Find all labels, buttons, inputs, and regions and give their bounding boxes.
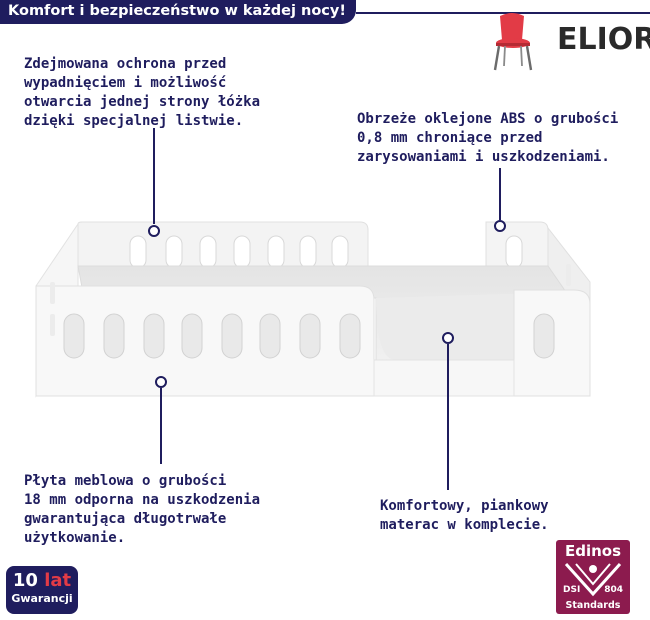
callout-board-line: [160, 388, 162, 464]
header-title: Komfort i bezpieczeństwo w każdej nocy!: [8, 3, 346, 19]
callout-edge-line: [499, 168, 501, 220]
chair-logo-icon: [493, 13, 533, 71]
certificate-left: DSI: [563, 585, 581, 595]
warranty-unit: lat: [44, 570, 72, 591]
certificate-brand: Edinos: [564, 542, 622, 560]
callout-mattress-marker: [442, 332, 454, 344]
warranty-label: Gwarancji: [11, 592, 73, 605]
certificate-label: Standards: [565, 600, 621, 611]
header-banner: Komfort i bezpieczeństwo w każdej nocy!: [0, 0, 356, 24]
callout-board-marker: [155, 376, 167, 388]
certificate-badge: Edinos DSI 804 Standards: [556, 540, 630, 614]
callout-edge-marker: [494, 220, 506, 232]
brand-name: ELIOR: [557, 22, 650, 57]
callout-mattress-line: [447, 344, 449, 490]
callout-edge-text: Obrzeże oklejone ABS o grubości 0,8 mm c…: [357, 111, 619, 165]
warranty-number: 10: [12, 570, 38, 591]
callout-mattress-text: Komfortowy, piankowy materac w komplecie…: [380, 498, 549, 533]
callout-guard-line: [153, 128, 155, 224]
certificate-emblem-icon: [564, 562, 622, 597]
header-rule: [356, 12, 650, 14]
warranty-badge: 10 lat Gwarancji: [6, 566, 78, 614]
callout-guard-marker: [148, 225, 160, 237]
bed-illustration: [35, 221, 591, 398]
certificate-right: 804: [604, 585, 623, 595]
callout-board-text: Płyta meblowa o grubości 18 mm odporna n…: [24, 473, 261, 546]
callout-guard-text: Zdejmowana ochrona przed wypadnięciem i …: [24, 56, 261, 129]
